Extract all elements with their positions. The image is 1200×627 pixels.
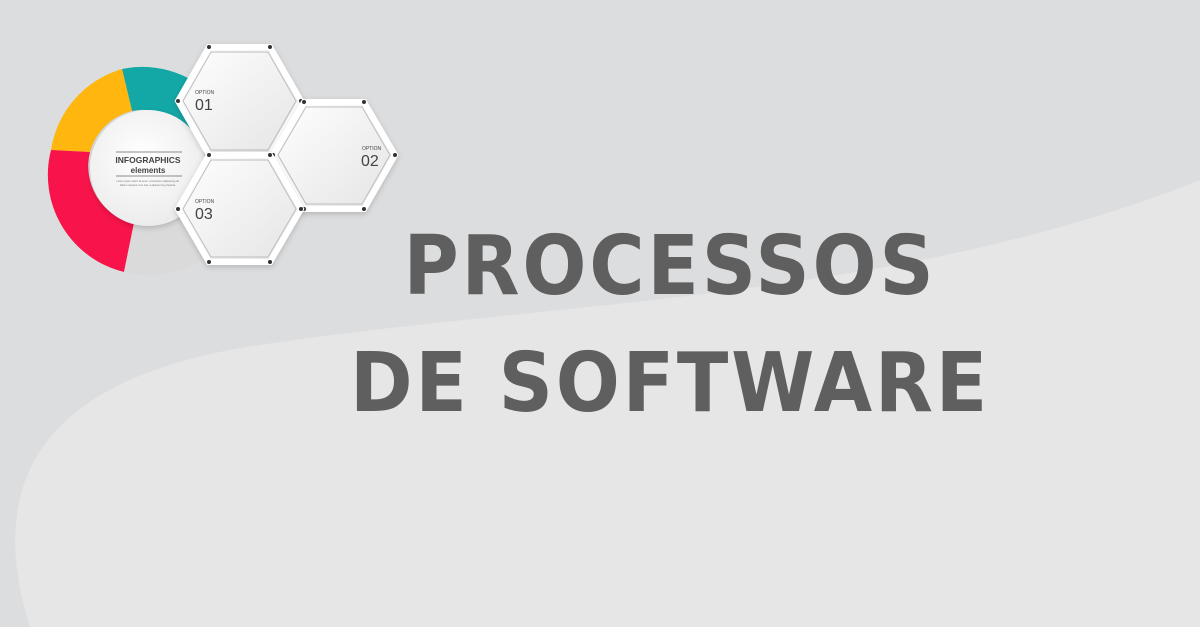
option-label-03: OPTION xyxy=(195,199,215,205)
hexagon-option-03: OPTION 03 xyxy=(174,152,305,265)
infographic-caption-2: Etiam nascetur mus sed, a aliquam leo ph… xyxy=(120,183,176,187)
headline-line-1: PROCESSOS xyxy=(403,219,937,314)
infographic-caption-1: Lorem ipsum dolor sit amet, consectetur … xyxy=(116,179,179,183)
infographic-subtitle: elements xyxy=(131,166,166,175)
option-label-02: OPTION xyxy=(362,146,382,152)
option-number-03: 03 xyxy=(195,206,213,223)
ring-segment-red xyxy=(47,150,134,272)
option-label-01: OPTION xyxy=(195,90,215,96)
center-circle xyxy=(90,110,206,226)
infographic-title: INFOGRAPHICS xyxy=(115,155,181,165)
option-number-02: 02 xyxy=(361,153,379,170)
infographic-graphic: INFOGRAPHICS elements Lorem ipsum dolor … xyxy=(47,44,399,276)
ring-segment-yellow xyxy=(51,69,132,152)
headline-line-2: DE SOFTWARE xyxy=(349,336,991,431)
option-number-01: 01 xyxy=(195,97,213,114)
